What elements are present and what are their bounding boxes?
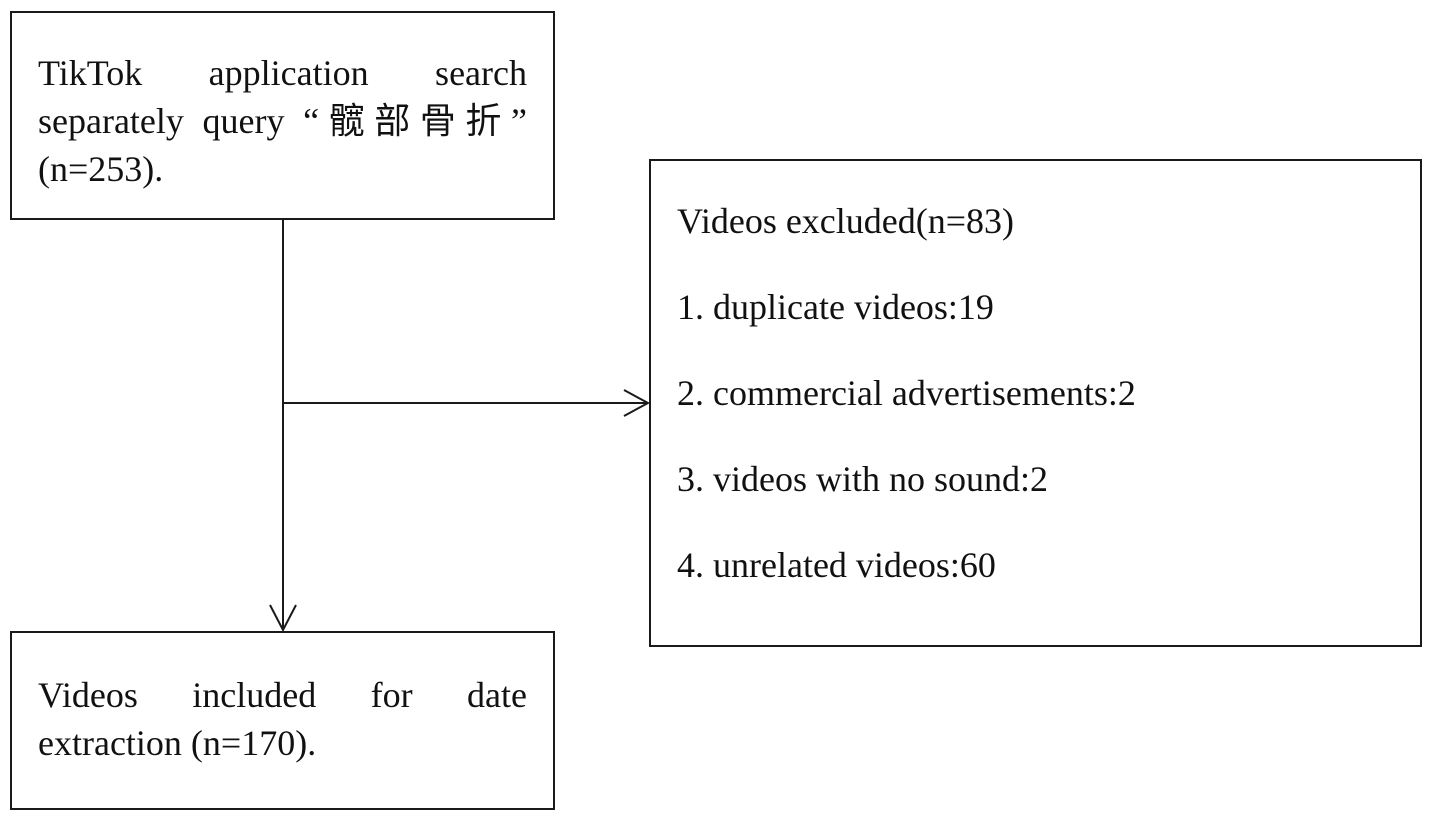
down-arrowhead — [269, 604, 297, 633]
exclusion-item-unrelated: 4. unrelated videos:60 — [677, 545, 996, 585]
exclusion-item-duplicates: 1. duplicate videos:19 — [677, 287, 994, 327]
included-videos-box: Videos included for date extraction (n=1… — [10, 631, 555, 810]
search-query-text: TikTok application search separately que… — [38, 53, 527, 189]
right-arrowhead — [623, 389, 651, 417]
included-videos-text: Videos included for date extraction (n=1… — [38, 675, 527, 763]
excluded-videos-box: Videos excluded(n=83) 1. duplicate video… — [649, 159, 1422, 647]
exclusion-item-no-sound: 3. videos with no sound:2 — [677, 459, 1049, 499]
exclusion-item-advertisements: 2. commercial advertisements:2 — [677, 373, 1136, 413]
excluded-title: Videos excluded(n=83) — [677, 201, 1015, 241]
search-query-box: TikTok application search separately que… — [10, 11, 555, 220]
